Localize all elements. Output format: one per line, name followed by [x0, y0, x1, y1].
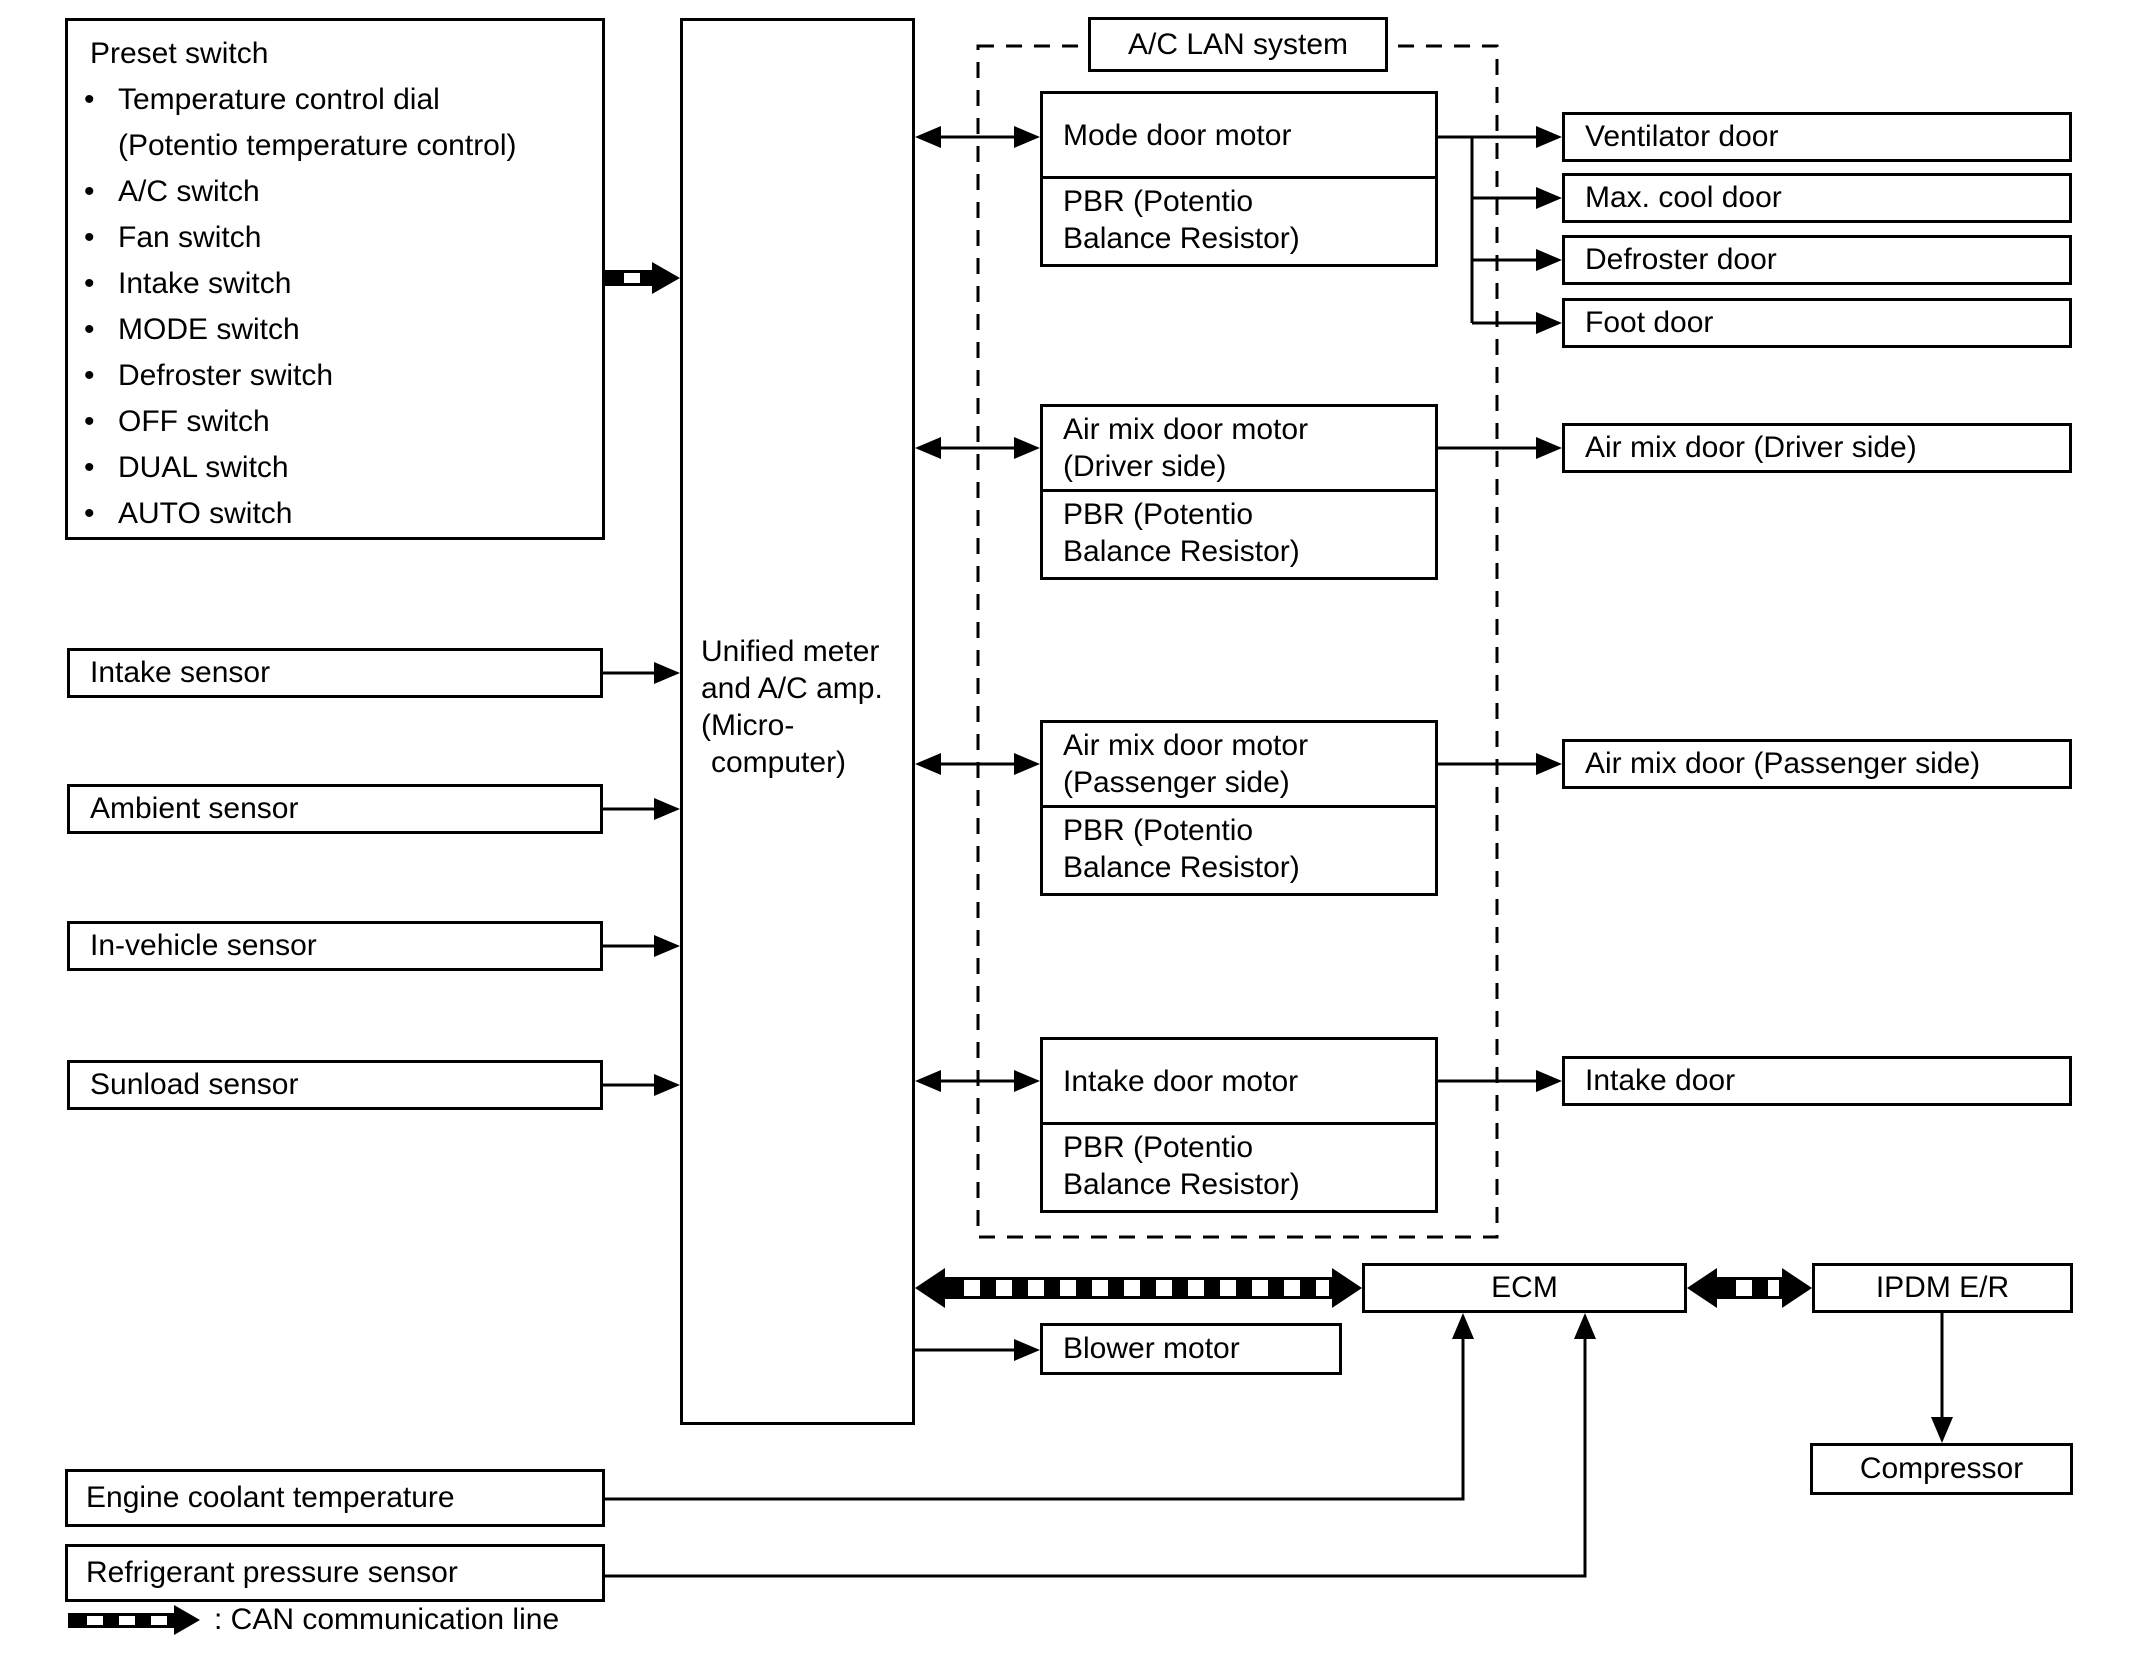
list-item-label: AUTO switch	[118, 497, 293, 530]
list-item: • Defroster switch	[84, 353, 594, 399]
preset-switch-box: Preset switch •Temperature control dial …	[65, 18, 605, 540]
air-mix-door-motor-passenger-cell: Air mix door motor (Passenger side)	[1043, 723, 1435, 808]
arrowhead-left	[1687, 1268, 1717, 1308]
bullet-icon: •	[84, 497, 95, 530]
list-item-label: Temperature control dial	[118, 83, 440, 116]
air-mix-door-driver-box: Air mix door (Driver side)	[1562, 423, 2072, 473]
preset-to-amp-striped-arrow	[605, 262, 680, 294]
intake-door-box: Intake door	[1562, 1056, 2072, 1106]
bullet-icon: •	[84, 175, 95, 208]
unified-meter-amp-label: Unified meter and A/C amp. (Micro- compu…	[701, 635, 883, 779]
ac-lan-system-label: A/C LAN system	[1127, 27, 1349, 61]
arrowhead-right	[652, 262, 680, 294]
ac-lan-system-label-box: A/C LAN system	[1088, 17, 1388, 72]
intake-door-motor-box: Intake door motor PBR (Potentio Balance …	[1040, 1037, 1438, 1213]
list-item-label: MODE switch	[118, 313, 300, 346]
list-item: • Fan switch	[84, 215, 594, 261]
bullet-icon: •	[84, 83, 95, 116]
air-mix-door-motor-driver-cell: Air mix door motor (Driver side)	[1043, 407, 1435, 492]
mode-door-motor-cell: Mode door motor	[1043, 94, 1435, 179]
ambient-sensor-box: Ambient sensor	[67, 784, 603, 834]
compressor-box: Compressor	[1810, 1443, 2073, 1495]
ecm-box: ECM	[1362, 1263, 1687, 1313]
intake-sensor-box: Intake sensor	[67, 648, 603, 698]
list-item: • Temperature control dial	[84, 77, 594, 123]
air-mix-door-motor-passenger-box: Air mix door motor (Passenger side) PBR …	[1040, 720, 1438, 896]
in-vehicle-sensor-box: In-vehicle sensor	[67, 921, 603, 971]
bullet-icon: •	[84, 451, 95, 484]
list-item: (Potentio temperature control)	[84, 123, 594, 169]
bullet-icon: •	[84, 313, 95, 346]
legend-can-label: : CAN communication line	[214, 1603, 560, 1636]
can-line-amp-ecm	[915, 1268, 1362, 1308]
list-item-label: Intake switch	[118, 267, 292, 300]
arrow-heads	[654, 126, 1953, 1443]
mode-door-motor-box: Mode door motor PBR (Potentio Balance Re…	[1040, 91, 1438, 267]
list-item-label: Defroster switch	[118, 359, 334, 392]
arrowhead-right	[1332, 1268, 1362, 1308]
list-item: • AUTO switch	[84, 491, 594, 537]
legend: : CAN communication line	[68, 1602, 688, 1638]
bullet-icon: •	[84, 267, 95, 300]
refrigerant-pressure-sensor-box: Refrigerant pressure sensor	[65, 1544, 605, 1602]
arrowhead-left	[915, 1268, 945, 1308]
ventilator-door-box: Ventilator door	[1562, 112, 2072, 162]
arrowhead-right	[174, 1605, 200, 1635]
engine-coolant-temperature-box: Engine coolant temperature	[65, 1469, 605, 1527]
intake-door-motor-cell: Intake door motor	[1043, 1040, 1435, 1125]
arrowhead-right	[1782, 1268, 1812, 1308]
list-item: • A/C switch	[84, 169, 594, 215]
unified-meter-amp-box: Unified meter and A/C amp. (Micro- compu…	[680, 18, 915, 1425]
foot-door-box: Foot door	[1562, 298, 2072, 348]
list-item: • DUAL switch	[84, 445, 594, 491]
list-item: • OFF switch	[84, 399, 594, 445]
pbr-cell: PBR (Potentio Balance Resistor)	[1063, 498, 1300, 568]
pbr-cell: PBR (Potentio Balance Resistor)	[1063, 1131, 1300, 1201]
can-line-ecm-ipdm	[1687, 1268, 1812, 1308]
air-mix-door-motor-driver-box: Air mix door motor (Driver side) PBR (Po…	[1040, 404, 1438, 580]
list-item: • MODE switch	[84, 307, 594, 353]
blower-motor-box: Blower motor	[1040, 1323, 1342, 1375]
list-item-label: A/C switch	[118, 175, 260, 208]
list-item-label: DUAL switch	[118, 451, 289, 484]
can-legend-arrow	[68, 1605, 200, 1635]
list-item-label: OFF switch	[118, 405, 270, 438]
list-item-label: (Potentio temperature control)	[118, 129, 517, 162]
bullet-icon: •	[84, 359, 95, 392]
list-item: • Intake switch	[84, 261, 594, 307]
ipdm-er-box: IPDM E/R	[1812, 1263, 2073, 1313]
bullet-icon: •	[84, 221, 95, 254]
defroster-door-box: Defroster door	[1562, 235, 2072, 285]
preset-switch-title: Preset switch	[90, 37, 269, 70]
pbr-cell: PBR (Potentio Balance Resistor)	[1063, 814, 1300, 884]
pbr-cell: PBR (Potentio Balance Resistor)	[1063, 185, 1300, 255]
list-item-label: Fan switch	[118, 221, 262, 254]
bullet-icon: •	[84, 405, 95, 438]
sunload-sensor-box: Sunload sensor	[67, 1060, 603, 1110]
air-mix-door-passenger-box: Air mix door (Passenger side)	[1562, 739, 2072, 789]
max-cool-door-box: Max. cool door	[1562, 173, 2072, 223]
